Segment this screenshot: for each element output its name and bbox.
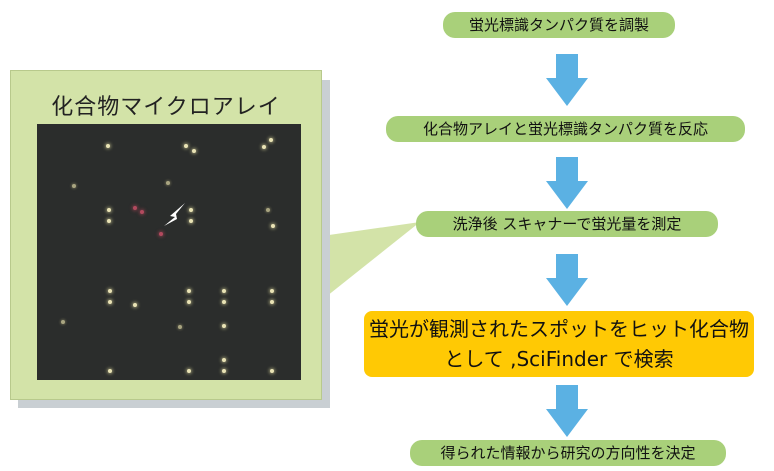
array-spot	[166, 181, 170, 185]
down-arrow-icon	[546, 385, 588, 437]
array-spot	[133, 206, 137, 210]
hit-compound-step: 蛍光が観測されたスポットをヒット化合物 として ,SciFinder で検索	[364, 311, 754, 377]
array-spot	[108, 289, 112, 293]
flow-step-3: 洗浄後 スキャナーで蛍光量を測定	[416, 211, 718, 237]
array-spot	[159, 232, 163, 236]
array-spot	[222, 324, 226, 328]
array-spot	[270, 369, 274, 373]
array-spot	[192, 149, 196, 153]
flow-step-1: 蛍光標識タンパク質を調製	[443, 12, 675, 38]
down-arrow-icon	[546, 254, 588, 306]
array-spot	[269, 138, 273, 142]
array-spot	[61, 320, 65, 324]
array-spot	[271, 224, 275, 228]
pointer-arrow-icon	[164, 203, 185, 226]
hit-compound-step-line2: として ,SciFinder で検索	[444, 347, 674, 371]
down-arrow-icon	[546, 54, 588, 106]
array-spot	[187, 369, 191, 373]
array-spot	[133, 303, 137, 307]
array-spot	[222, 369, 226, 373]
array-spot	[189, 208, 193, 212]
array-spot	[270, 289, 274, 293]
array-spot	[140, 210, 144, 214]
array-spot	[72, 184, 76, 188]
array-spot	[107, 208, 111, 212]
array-spot	[262, 145, 266, 149]
microarray-image	[37, 124, 301, 380]
array-spot	[187, 289, 191, 293]
array-spot	[108, 369, 112, 373]
flow-step-2: 化合物アレイと蛍光標識タンパク質を反応	[386, 116, 745, 142]
array-spot	[178, 325, 182, 329]
array-spot	[189, 219, 193, 223]
array-spot	[222, 289, 226, 293]
array-spot	[266, 208, 270, 212]
array-spot	[222, 358, 226, 362]
panel-title: 化合物マイクロアレイ	[51, 95, 281, 120]
array-spot	[222, 300, 226, 304]
array-spot	[106, 144, 110, 148]
array-spot	[107, 219, 111, 223]
array-spot	[270, 300, 274, 304]
hit-compound-step-line1: 蛍光が観測されたスポットをヒット化合物	[369, 317, 749, 341]
array-spot	[108, 300, 112, 304]
flow-step-final: 得られた情報から研究の方向性を決定	[410, 440, 726, 466]
down-arrow-icon	[546, 157, 588, 209]
array-spot	[187, 300, 191, 304]
array-spot	[184, 144, 188, 148]
